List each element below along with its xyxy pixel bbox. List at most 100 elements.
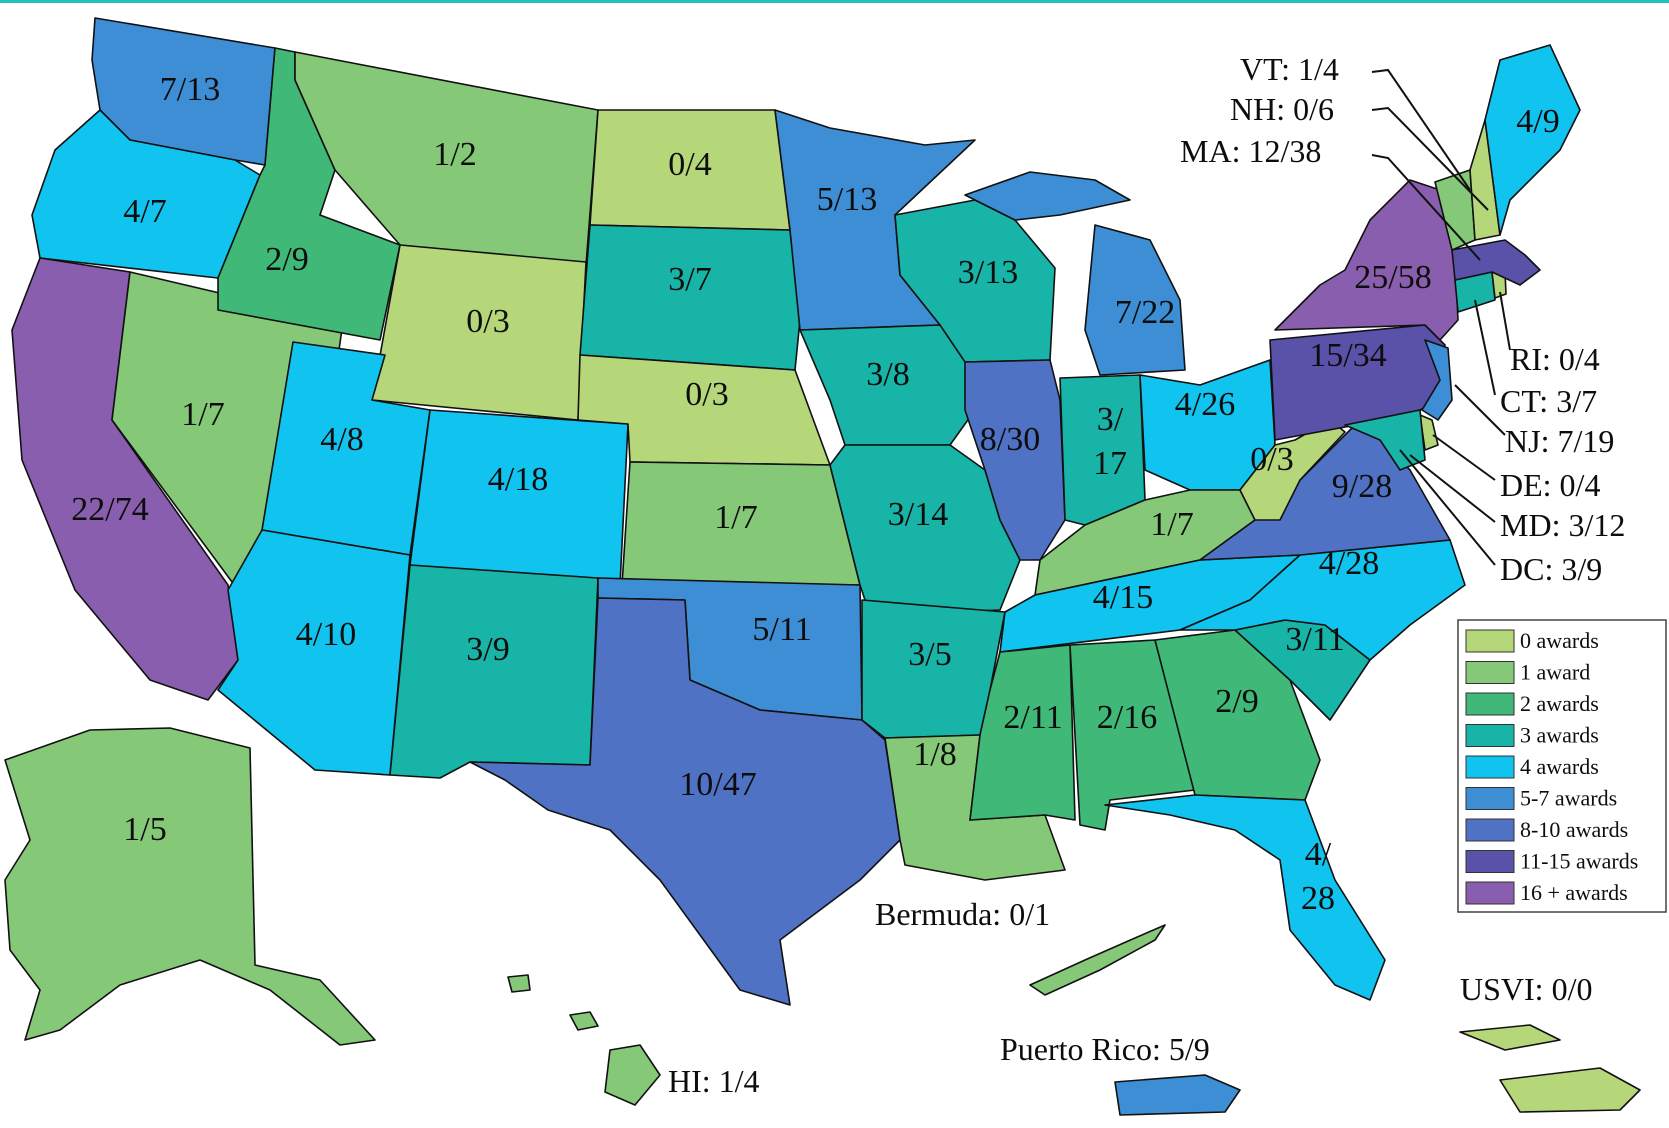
legend-item: 4 awards (1465, 754, 1599, 779)
state-label-ms: 2/11 (1003, 699, 1062, 736)
legend-item: 11-15 awards (1465, 849, 1638, 874)
state-label-al: 2/16 (1097, 699, 1157, 736)
legend-swatch (1465, 850, 1515, 873)
state-label-sc: 3/11 (1285, 621, 1344, 658)
callout-vt: VT: 1/4 (1240, 51, 1339, 87)
state-label-id: 2/9 (265, 241, 308, 278)
legend-label: 11-15 awards (1520, 849, 1638, 874)
legend-swatch (1465, 661, 1515, 684)
state-label-nv: 1/7 (181, 396, 224, 433)
callout-bermuda: Bermuda: 0/1 (875, 896, 1050, 932)
state-label-wi: 3/13 (958, 254, 1018, 291)
legend-swatch (1465, 787, 1515, 810)
state-label-wv: 0/3 (1250, 441, 1293, 478)
state-shape-VI-north (1459, 1024, 1561, 1051)
state-shape-NC (1179, 539, 1466, 661)
state-label-oh: 4/26 (1175, 386, 1235, 423)
state-label-nc: 4/28 (1319, 545, 1379, 582)
callout-labels: VT: 1/4 NH: 0/6 MA: 12/38 RI: 0/4 CT: 3/… (668, 51, 1625, 1099)
callout-ct: CT: 3/7 (1500, 383, 1597, 419)
callout-hi: HI: 1/4 (668, 1063, 760, 1099)
state-shape-HI-maui (569, 1011, 599, 1031)
callout-ri: RI: 0/4 (1510, 341, 1600, 377)
state-shape-MI (1084, 224, 1186, 376)
state-label-la: 1/8 (913, 736, 956, 773)
state-label-ne: 0/3 (685, 376, 728, 413)
state-label-ca: 22/74 (71, 491, 148, 528)
state-label-va: 9/28 (1332, 468, 1392, 505)
leader-ri (1499, 291, 1511, 351)
state-label-co: 4/18 (488, 461, 548, 498)
callout-nj: NJ: 7/19 (1505, 423, 1614, 459)
state-shape-HI (604, 1044, 661, 1106)
state-label-ok: 5/11 (752, 611, 811, 648)
state-label-ny: 25/58 (1354, 259, 1431, 296)
state-label-ia: 3/8 (866, 356, 909, 393)
leader-nj (1454, 384, 1506, 436)
state-shape-VI (1499, 1067, 1641, 1113)
legend-item: 2 awards (1465, 691, 1599, 716)
state-label-pa: 15/34 (1309, 337, 1386, 374)
state-label-fl: 4/28 (1301, 836, 1335, 917)
legend-item: 16 + awards (1465, 880, 1628, 905)
legend-item: 1 award (1465, 660, 1590, 685)
callout-usvi: USVI: 0/0 (1460, 971, 1592, 1007)
state-label-ky: 1/7 (1150, 506, 1193, 543)
state-shape-NJ (1421, 339, 1453, 421)
legend-item: 5-7 awards (1465, 786, 1617, 811)
leader-ct (1474, 299, 1496, 396)
state-shape-FL (1104, 794, 1386, 1001)
state-label-nd: 0/4 (668, 146, 711, 183)
state-label-wy: 0/3 (466, 303, 509, 340)
leader-nh (1371, 106, 1489, 211)
legend-swatch (1465, 755, 1515, 779)
callout-leaders (1371, 68, 1511, 566)
state-label-az: 4/10 (296, 616, 356, 653)
legend-label: 2 awards (1520, 691, 1599, 716)
state-shape-IL (964, 359, 1066, 561)
legend-swatch (1465, 818, 1515, 842)
state-label-mi: 7/22 (1115, 294, 1175, 331)
state-shape-MO (829, 444, 1021, 616)
state-label-ga: 2/9 (1215, 683, 1258, 720)
legend-label: 4 awards (1520, 754, 1599, 779)
state-label-in: 3/17 (1093, 401, 1127, 482)
legend-swatch (1465, 724, 1515, 747)
legend-item: 3 awards (1465, 723, 1599, 748)
state-label-mo: 3/14 (888, 496, 948, 533)
callout-nh: NH: 0/6 (1230, 91, 1334, 127)
state-label-tn: 4/15 (1093, 579, 1153, 616)
state-label-sd: 3/7 (668, 261, 711, 298)
callout-dc: DC: 3/9 (1500, 551, 1602, 587)
state-label-wa: 7/13 (160, 71, 220, 108)
state-shape-BM (1029, 924, 1166, 996)
legend-item: 0 awards (1465, 628, 1599, 653)
leader-ma (1371, 154, 1481, 261)
state-shape-ME (1484, 44, 1581, 236)
state-label-nm: 3/9 (466, 631, 509, 668)
leader-de (1432, 434, 1496, 481)
legend-label: 16 + awards (1520, 880, 1628, 905)
callout-puerto-rico: Puerto Rico: 5/9 (1000, 1031, 1210, 1067)
legend-items: 0 awards 1 award 2 awards 3 awards 4 awards 5… (1465, 628, 1638, 905)
legend-swatch (1465, 629, 1515, 653)
callout-de: DE: 0/4 (1500, 467, 1600, 503)
state-label-mn: 5/13 (817, 181, 877, 218)
state-shape-SD (579, 224, 801, 371)
state-label-me: 4/9 (1516, 103, 1559, 140)
leader-vt (1371, 68, 1471, 191)
legend-label: 5-7 awards (1520, 786, 1617, 811)
state-label-ar: 3/5 (908, 636, 951, 673)
state-shape-HI-oahu (507, 974, 531, 993)
legend-label: 1 award (1520, 660, 1590, 685)
state-shape-MI-UP (964, 171, 1131, 221)
leader-md (1409, 454, 1496, 523)
legend-label: 3 awards (1520, 723, 1599, 748)
legend-label: 0 awards (1520, 628, 1599, 653)
state-label-il: 8/30 (980, 421, 1040, 458)
callout-ma: MA: 12/38 (1180, 133, 1321, 169)
state-shapes (4, 17, 1641, 1116)
